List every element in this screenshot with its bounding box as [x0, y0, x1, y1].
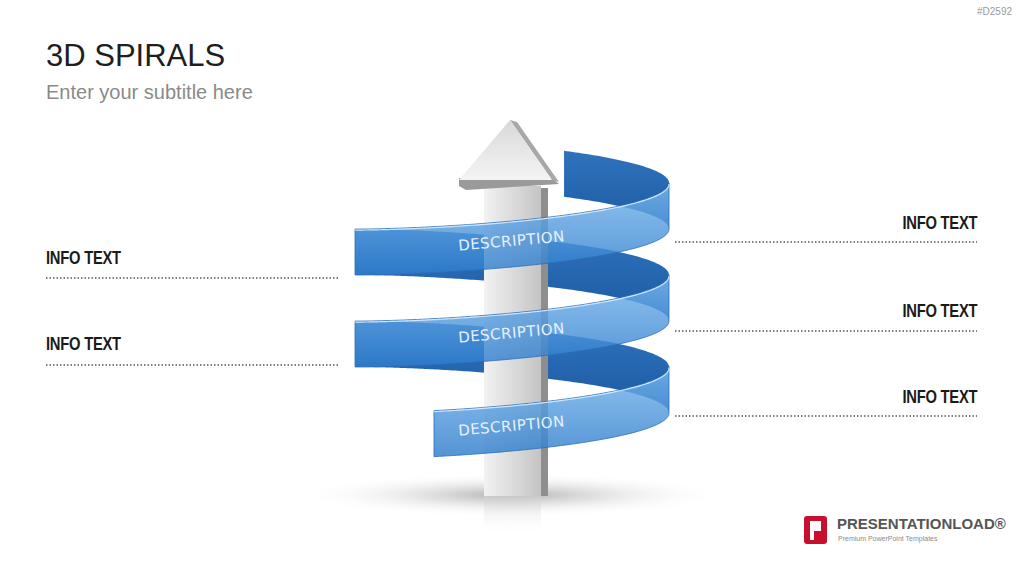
logo-icon — [804, 516, 827, 544]
leader-line — [675, 241, 977, 242]
spiral-description: DESCRIPTION — [430, 226, 594, 256]
spiral-band-front — [355, 183, 669, 275]
leader-line — [46, 364, 338, 365]
spiral-band-highlight — [355, 276, 669, 322]
slide-title: 3D SPIRALS — [46, 38, 225, 74]
info-text: INFO TEXT — [902, 387, 977, 408]
info-text: INFO TEXT — [46, 334, 121, 355]
leader-line — [675, 330, 977, 331]
leader-line — [46, 277, 338, 278]
arrow-reflection — [484, 496, 541, 536]
spiral-description: DESCRIPTION — [430, 318, 594, 348]
info-text: INFO TEXT — [902, 213, 977, 234]
spiral-band-highlight — [434, 368, 669, 412]
spiral-band-front — [355, 275, 669, 367]
spiral-band-highlight — [355, 184, 669, 230]
description-text: DESCRIPTION — [458, 227, 566, 254]
description-text: DESCRIPTION — [458, 412, 566, 439]
logo-icon-cutout — [810, 531, 814, 540]
logo-tagline: Premium PowerPoint Templates — [838, 535, 937, 542]
arrow-head — [459, 120, 552, 180]
leader-line — [675, 415, 977, 416]
info-text: INFO TEXT — [902, 301, 977, 322]
subtitle: Enter your subtitle here — [46, 81, 253, 104]
logo-name: PRESENTATIONLOAD® — [837, 515, 1006, 532]
logo-icon-cutout — [810, 521, 821, 531]
spiral-band-front — [434, 367, 669, 457]
info-text: INFO TEXT — [46, 248, 121, 269]
spiral-description: DESCRIPTION — [430, 411, 594, 441]
description-text: DESCRIPTION — [458, 319, 566, 346]
slide-number: #D2592 — [977, 6, 1012, 17]
